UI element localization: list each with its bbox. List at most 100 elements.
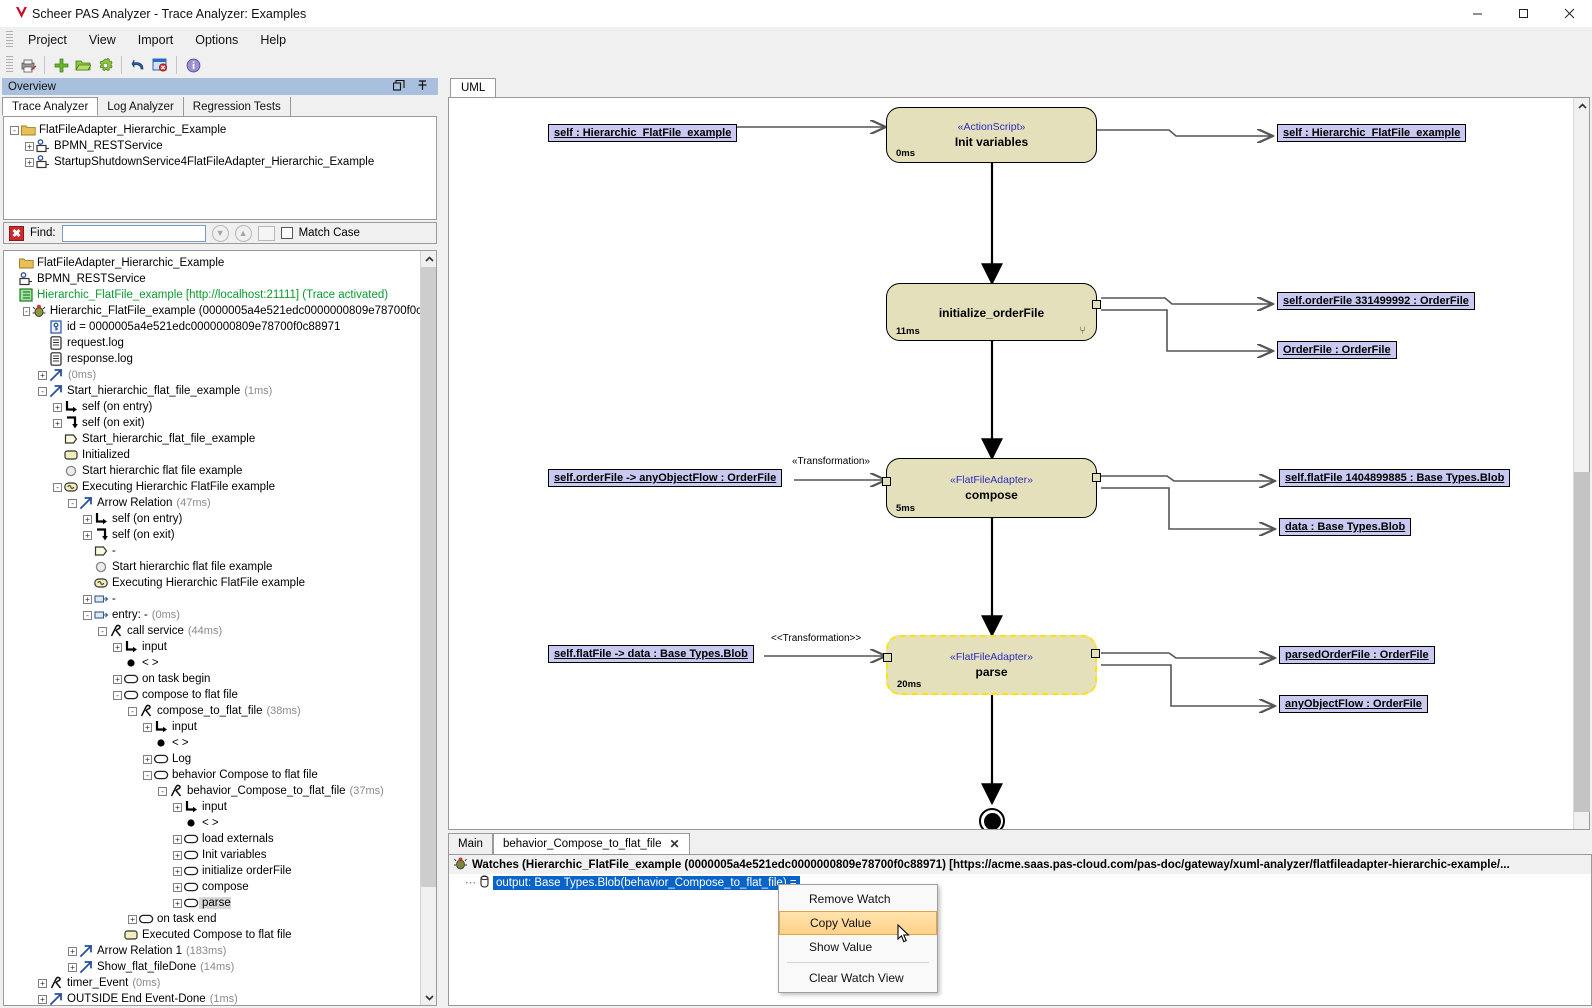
- menu-import[interactable]: Import: [127, 30, 184, 50]
- trace-tree-row[interactable]: +(0ms): [4, 367, 419, 383]
- close-window-icon[interactable]: [149, 55, 171, 76]
- trace-tree-row[interactable]: Executing Hierarchic FlatFile example: [4, 575, 419, 591]
- trace-tree-row[interactable]: < >: [4, 815, 419, 831]
- expand-toggle[interactable]: +: [83, 515, 92, 524]
- trace-tree-row[interactable]: FlatFileAdapter_Hierarchic_Example: [4, 255, 419, 271]
- expand-toggle[interactable]: +: [38, 371, 47, 380]
- trace-tree-row[interactable]: Start hierarchic flat file example: [4, 559, 419, 575]
- object-node-self-orderfile[interactable]: self.orderFile 331499992 : OrderFile: [1277, 292, 1475, 310]
- collapse-toggle[interactable]: -: [10, 126, 19, 135]
- collapse-toggle[interactable]: -: [53, 483, 62, 492]
- trace-tree-row[interactable]: +input: [4, 799, 419, 815]
- object-node-parsedorderfile[interactable]: parsedOrderFile : OrderFile: [1279, 646, 1435, 664]
- tab-regression-tests[interactable]: Regression Tests: [184, 97, 291, 116]
- toolbar-drag-handle[interactable]: [6, 56, 13, 74]
- tab-main[interactable]: Main: [448, 833, 493, 854]
- print-icon[interactable]: [17, 55, 39, 76]
- find-list-icon[interactable]: [258, 226, 275, 241]
- scrollbar-thumb[interactable]: [421, 267, 437, 887]
- uml-diagram-canvas[interactable]: «ActionScript» Init variables 0ms initia…: [448, 97, 1590, 830]
- expand-toggle[interactable]: +: [173, 803, 182, 812]
- find-next-icon[interactable]: ▼: [212, 225, 229, 242]
- menu-project[interactable]: Project: [17, 30, 78, 50]
- object-node-self-output[interactable]: self : Hierarchic_FlatFile_example: [1277, 124, 1466, 142]
- collapse-toggle[interactable]: -: [83, 611, 92, 620]
- close-find-icon[interactable]: ✖: [9, 226, 24, 241]
- menu-options[interactable]: Options: [184, 30, 249, 50]
- open-folder-icon[interactable]: [72, 55, 94, 76]
- trace-tree-row[interactable]: -: [4, 543, 419, 559]
- trace-tree-row[interactable]: +compose: [4, 879, 419, 895]
- expand-toggle[interactable]: +: [53, 403, 62, 412]
- menu-help[interactable]: Help: [249, 30, 297, 50]
- trace-tree-row[interactable]: Initialized: [4, 447, 419, 463]
- watch-list-item[interactable]: ⋯ output: Base Types.Blob(behavior_Compo…: [449, 874, 1591, 891]
- add-icon[interactable]: [50, 55, 72, 76]
- trace-tree-row[interactable]: -Hierarchic_FlatFile_example (0000005a4e…: [4, 303, 419, 319]
- minimize-button[interactable]: [1454, 0, 1500, 27]
- trace-tree-row[interactable]: < >: [4, 655, 419, 671]
- collapse-toggle[interactable]: -: [113, 691, 122, 700]
- object-node-self-input[interactable]: self : Hierarchic_FlatFile_example: [548, 124, 737, 142]
- context-menu-item-remove-watch[interactable]: Remove Watch: [779, 887, 937, 911]
- trace-tree-row[interactable]: Executed Compose to flat file: [4, 927, 419, 943]
- trace-tree-row[interactable]: Hierarchic_FlatFile_example [http://loca…: [4, 287, 419, 303]
- collapse-toggle[interactable]: -: [128, 707, 137, 716]
- close-tab-icon[interactable]: ✕: [669, 837, 679, 851]
- activity-node-initialize-orderfile[interactable]: initialize_orderFile 11ms ⑂: [886, 283, 1097, 341]
- expand-toggle[interactable]: +: [25, 158, 34, 167]
- trace-tree-row[interactable]: +timer_Event(0ms): [4, 975, 419, 991]
- trace-tree-row[interactable]: +Init variables: [4, 847, 419, 863]
- expand-toggle[interactable]: +: [83, 531, 92, 540]
- activity-node-parse[interactable]: «FlatFileAdapter» parse 20ms: [886, 635, 1097, 695]
- expand-toggle[interactable]: +: [53, 419, 62, 428]
- activity-node-compose[interactable]: «FlatFileAdapter» compose 5ms: [886, 458, 1097, 518]
- object-node-anyobjectflow[interactable]: anyObjectFlow : OrderFile: [1279, 695, 1428, 713]
- match-case-checkbox[interactable]: [281, 227, 293, 239]
- overview-tree-row[interactable]: +StartupShutdownService4FlatFileAdapter_…: [4, 154, 436, 170]
- collapse-toggle[interactable]: -: [68, 499, 77, 508]
- trace-tree-row[interactable]: -compose to flat file: [4, 687, 419, 703]
- maximize-button[interactable]: [1500, 0, 1546, 27]
- trace-tree-row[interactable]: -compose_to_flat_file(38ms): [4, 703, 419, 719]
- context-menu-item-copy-value[interactable]: Copy Value: [779, 911, 937, 935]
- menu-view[interactable]: View: [78, 30, 127, 50]
- tab-log-analyzer[interactable]: Log Analyzer: [98, 97, 184, 116]
- trace-tree-row[interactable]: +-: [4, 591, 419, 607]
- object-node-orderfile[interactable]: OrderFile : OrderFile: [1277, 341, 1397, 359]
- overview-tree[interactable]: -FlatFileAdapter_Hierarchic_Example+BPMN…: [3, 116, 437, 220]
- trace-tree-row[interactable]: +initialize orderFile: [4, 863, 419, 879]
- uml-scrollbar[interactable]: [1573, 98, 1589, 829]
- trace-tree-row[interactable]: request.log: [4, 335, 419, 351]
- tab-trace-analyzer[interactable]: Trace Analyzer: [2, 97, 98, 116]
- collapse-toggle[interactable]: -: [98, 627, 107, 636]
- object-node-flatfile-data[interactable]: self.flatFile -> data : Base Types.Blob: [548, 645, 754, 663]
- scroll-up-icon[interactable]: [421, 251, 437, 267]
- object-node-data-blob[interactable]: data : Base Types.Blob: [1279, 518, 1411, 536]
- trace-tree-row[interactable]: -behavior_Compose_to_flat_file(37ms): [4, 783, 419, 799]
- collapse-toggle[interactable]: -: [23, 307, 30, 316]
- info-icon[interactable]: [182, 55, 204, 76]
- collapse-toggle[interactable]: -: [143, 771, 152, 780]
- trace-tree-row[interactable]: Start hierarchic flat file example: [4, 463, 419, 479]
- tab-uml[interactable]: UML: [450, 78, 496, 97]
- expand-toggle[interactable]: +: [68, 947, 77, 956]
- settings-gear-icon[interactable]: [94, 55, 116, 76]
- trace-tree-row[interactable]: -behavior Compose to flat file: [4, 767, 419, 783]
- expand-toggle[interactable]: +: [173, 883, 182, 892]
- trace-tree-row[interactable]: +self (on exit): [4, 415, 419, 431]
- trace-tree-row[interactable]: +input: [4, 639, 419, 655]
- context-menu-item-show-value[interactable]: Show Value: [779, 935, 937, 959]
- trace-tree-row[interactable]: response.log: [4, 351, 419, 367]
- expand-toggle[interactable]: +: [128, 915, 137, 924]
- trace-tree-row[interactable]: BPMN_RESTService: [4, 271, 419, 287]
- trace-tree-row[interactable]: +parse: [4, 895, 419, 911]
- pin-panel-icon[interactable]: [417, 80, 428, 94]
- trace-tree-row[interactable]: Start_hierarchic_flat_file_example: [4, 431, 419, 447]
- expand-toggle[interactable]: +: [173, 867, 182, 876]
- restore-panel-icon[interactable]: [393, 80, 405, 94]
- expand-toggle[interactable]: +: [173, 851, 182, 860]
- find-input[interactable]: [62, 225, 206, 242]
- scroll-down-icon[interactable]: [421, 989, 437, 1005]
- trace-tree[interactable]: FlatFileAdapter_Hierarchic_ExampleBPMN_R…: [3, 250, 437, 1006]
